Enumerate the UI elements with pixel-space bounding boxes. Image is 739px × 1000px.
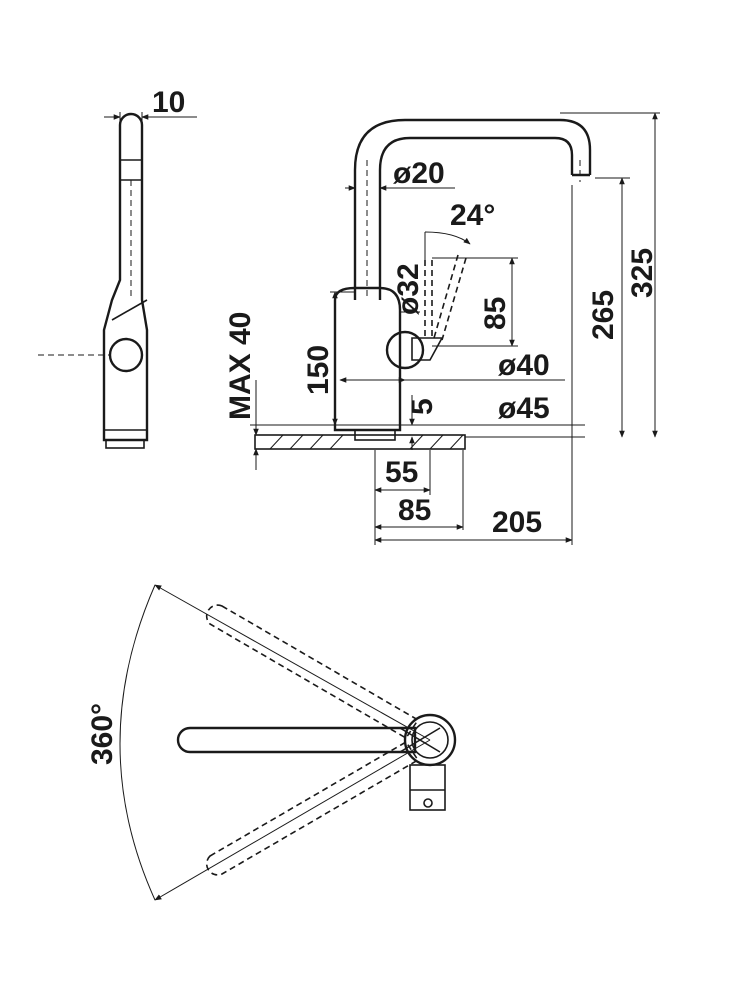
dim-reach: 205 <box>492 506 542 539</box>
dim-side-width: 10 <box>152 86 185 119</box>
dim-swivel: 360° <box>86 703 119 765</box>
lever-base <box>411 337 444 361</box>
deck-section <box>254 434 466 450</box>
lever-tilted <box>433 254 459 339</box>
side-view-lever-knob <box>108 337 144 373</box>
lever-screw <box>423 798 433 808</box>
top-view: 360° <box>86 584 457 901</box>
dim-axis-to-front: 85 <box>398 494 431 527</box>
spout-position-upper <box>205 604 420 740</box>
dim-body-diameter: ø32 <box>392 263 425 315</box>
spout <box>353 118 592 300</box>
lever-top-view <box>409 764 446 811</box>
dim-hole-offset: 55 <box>385 456 418 489</box>
side-view-lever-edge <box>111 299 148 321</box>
dim-angle-arc <box>424 231 471 245</box>
tap-body <box>333 286 402 432</box>
dim-washer-thickness: 5 <box>406 398 439 415</box>
side-view-foot <box>105 439 145 449</box>
dim-spout-diameter: ø20 <box>393 157 445 190</box>
side-view-body <box>102 112 149 442</box>
base-inner-circle <box>411 721 449 759</box>
base-cross <box>399 727 441 753</box>
dim-max-deck: MAX 40 <box>224 312 257 420</box>
side-view: 10 <box>38 86 197 449</box>
swivel-arc <box>119 584 156 901</box>
lever-tilted <box>441 257 467 341</box>
dim-lever-height: 85 <box>479 297 512 330</box>
swivel-limit-line <box>154 584 431 741</box>
dim-base-height: 150 <box>302 345 335 395</box>
lever-hub <box>385 330 425 370</box>
dim-total-height: 325 <box>626 248 659 298</box>
swivel-limit-line <box>154 739 431 901</box>
dim-base-diameter: ø45 <box>498 392 550 425</box>
deck-hatching <box>269 434 464 450</box>
front-view: ø20 24° 85 ø32 MAX 40 150 ø40 5 <box>224 112 660 545</box>
dim-lever-angle: 24° <box>450 199 495 232</box>
spout-center <box>176 726 417 754</box>
dim-spout-height: 265 <box>587 290 620 340</box>
dim-lever-diameter: ø40 <box>498 349 550 382</box>
spout-position-lower <box>205 740 420 876</box>
